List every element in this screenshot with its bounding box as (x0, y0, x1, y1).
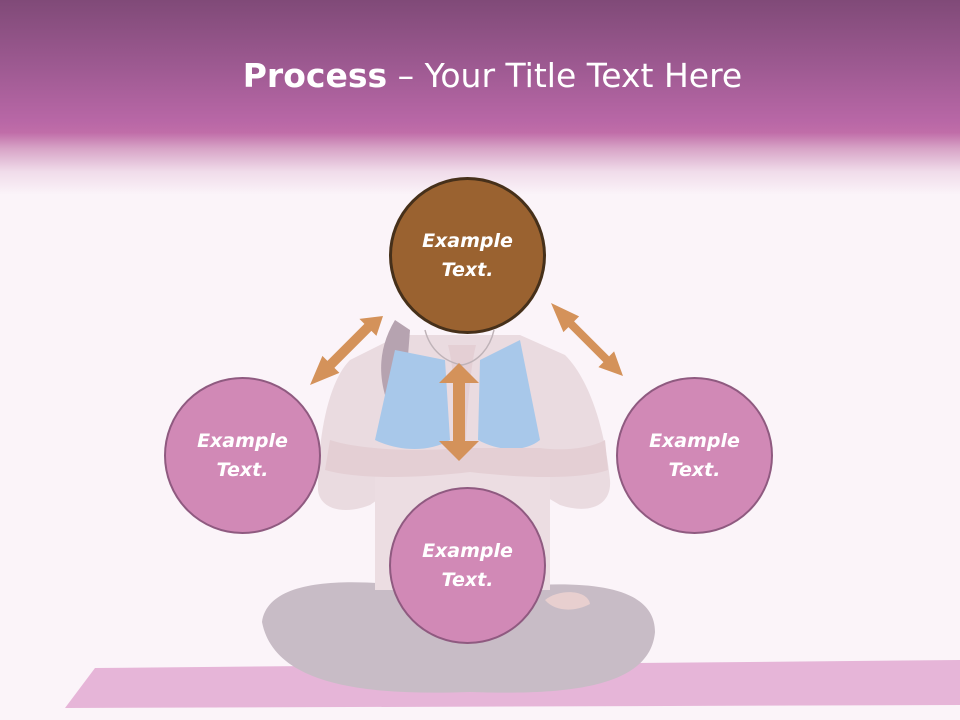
arms-shape (325, 440, 608, 477)
center-circle[interactable]: Example Text. (389, 177, 546, 334)
header-band (0, 0, 960, 195)
vertical-double-arrow-icon (439, 363, 479, 461)
necklace-shape (424, 329, 495, 366)
foot-shape (545, 592, 590, 610)
sports-top-shape (375, 340, 540, 449)
center-circle-text: Example Text. (422, 229, 513, 281)
left-circle-text: Example Text. (197, 429, 288, 481)
bottom-circle-text: Example Text. (422, 539, 513, 591)
right-double-arrow-icon (551, 303, 623, 376)
title-rest: – Your Title Text Here (387, 56, 743, 95)
left-circle[interactable]: Example Text. (164, 377, 321, 534)
right-circle-text: Example Text. (649, 429, 740, 481)
arrows (310, 303, 623, 461)
title-bold: Process (242, 56, 388, 95)
right-circle[interactable]: Example Text. (616, 377, 773, 534)
bottom-circle[interactable]: Example Text. (389, 487, 546, 644)
left-double-arrow-icon (310, 316, 383, 385)
slide-title: Process – Your Title Text Here (0, 54, 960, 98)
